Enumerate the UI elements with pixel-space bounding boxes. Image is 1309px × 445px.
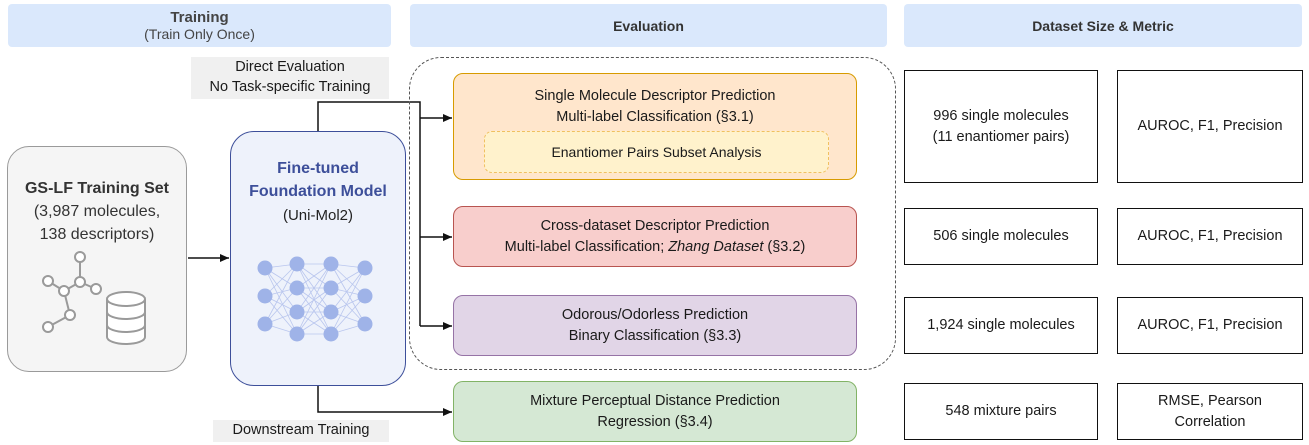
- branch-trunk: [392, 101, 421, 326]
- task2-line1: Cross-dataset Descriptor Prediction: [540, 217, 770, 234]
- task3-line2: Binary Classification (§3.3): [568, 327, 742, 344]
- direct-evaluation-note: Direct Evaluation No Task-specific Train…: [191, 57, 389, 99]
- metric-2: AUROC, F1, Precision: [1117, 208, 1303, 265]
- dataset1-line1: 996 single molecules: [933, 107, 1069, 124]
- dataset-size-2: 506 single molecules: [904, 208, 1098, 265]
- dataset1-line2: (11 enantiomer pairs): [932, 128, 1070, 145]
- training-header: Training (Train Only Once): [8, 4, 391, 47]
- direct-evaluation-group: [409, 57, 896, 370]
- downstream-note: Downstream Training: [213, 420, 389, 442]
- neural-network-icon: [257, 256, 373, 342]
- training-set-box: GS-LF Training Set (3,987 molecules, 138…: [7, 146, 187, 372]
- metric-4: RMSE, Pearson Correlation: [1117, 383, 1303, 440]
- downstream-note-text: Downstream Training: [232, 422, 370, 438]
- training-set-line2: 138 descriptors): [39, 226, 155, 243]
- downstream-line: [317, 386, 452, 416]
- enantiomer-subtask: Enantiomer Pairs Subset Analysis: [484, 131, 829, 173]
- dataset-header: Dataset Size & Metric: [904, 4, 1302, 47]
- task1-line1: Single Molecule Descriptor Prediction: [534, 88, 776, 104]
- task2-line2-c: (§3.2): [763, 238, 806, 255]
- molecule-graph-icon: [42, 251, 102, 333]
- dataset-size-3: 1,924 single molecules: [904, 297, 1098, 354]
- dataset-size-4: 548 mixture pairs: [904, 383, 1098, 440]
- task2-line2-dataset: Zhang Dataset: [668, 238, 764, 255]
- training-title: Training: [170, 9, 229, 26]
- task-cross-dataset: Cross-dataset Descriptor Prediction Mult…: [453, 206, 857, 267]
- dataset-title: Dataset Size & Metric: [1032, 17, 1174, 34]
- model-title-line1: Fine-tuned: [277, 160, 359, 177]
- evaluation-title: Evaluation: [613, 17, 684, 34]
- task2-line2-a: Multi-label Classification;: [504, 238, 669, 255]
- foundation-model-box: Fine-tuned Foundation Model (Uni-Mol2): [230, 131, 406, 386]
- dataset3-text: 1,924 single molecules: [927, 317, 1075, 333]
- task4-line2: Regression (§3.4): [597, 413, 713, 430]
- dataset-size-1: 996 single molecules (11 enantiomer pair…: [904, 70, 1098, 183]
- training-set-title: GS-LF Training Set: [24, 180, 169, 197]
- metric3-text: AUROC, F1, Precision: [1137, 317, 1283, 333]
- dataset4-text: 548 mixture pairs: [945, 403, 1057, 419]
- task3-line1: Odorous/Odorless Prediction: [561, 306, 749, 323]
- direct-eval-line: [317, 101, 392, 131]
- model-title-line2: Foundation Model: [249, 183, 387, 200]
- task4-line1: Mixture Perceptual Distance Prediction: [530, 392, 780, 409]
- model-subtitle: (Uni-Mol2): [282, 207, 353, 224]
- dataset2-text: 506 single molecules: [933, 228, 1069, 244]
- subtask-label: Enantiomer Pairs Subset Analysis: [551, 144, 762, 160]
- evaluation-header: Evaluation: [410, 4, 887, 47]
- task-mixture: Mixture Perceptual Distance Prediction R…: [453, 381, 857, 442]
- task-odorous: Odorous/Odorless Prediction Binary Class…: [453, 295, 857, 356]
- database-icon: [106, 291, 146, 345]
- metric1-text: AUROC, F1, Precision: [1137, 118, 1283, 134]
- metric4-line2: Correlation: [1174, 413, 1246, 430]
- metric-1: AUROC, F1, Precision: [1117, 70, 1303, 183]
- metric-3: AUROC, F1, Precision: [1117, 297, 1303, 354]
- task1-line2: Multi-label Classification (§3.1): [556, 109, 754, 125]
- task2-line2: Multi-label Classification; Zhang Datase…: [505, 237, 806, 258]
- training-subtitle: (Train Only Once): [144, 26, 255, 42]
- training-set-line1: (3,987 molecules,: [33, 203, 161, 220]
- direct-note-line2: No Task-specific Training: [209, 79, 371, 95]
- direct-note-line1: Direct Evaluation: [235, 59, 345, 75]
- metric4-line1: RMSE, Pearson: [1158, 392, 1262, 409]
- metric2-text: AUROC, F1, Precision: [1137, 228, 1283, 244]
